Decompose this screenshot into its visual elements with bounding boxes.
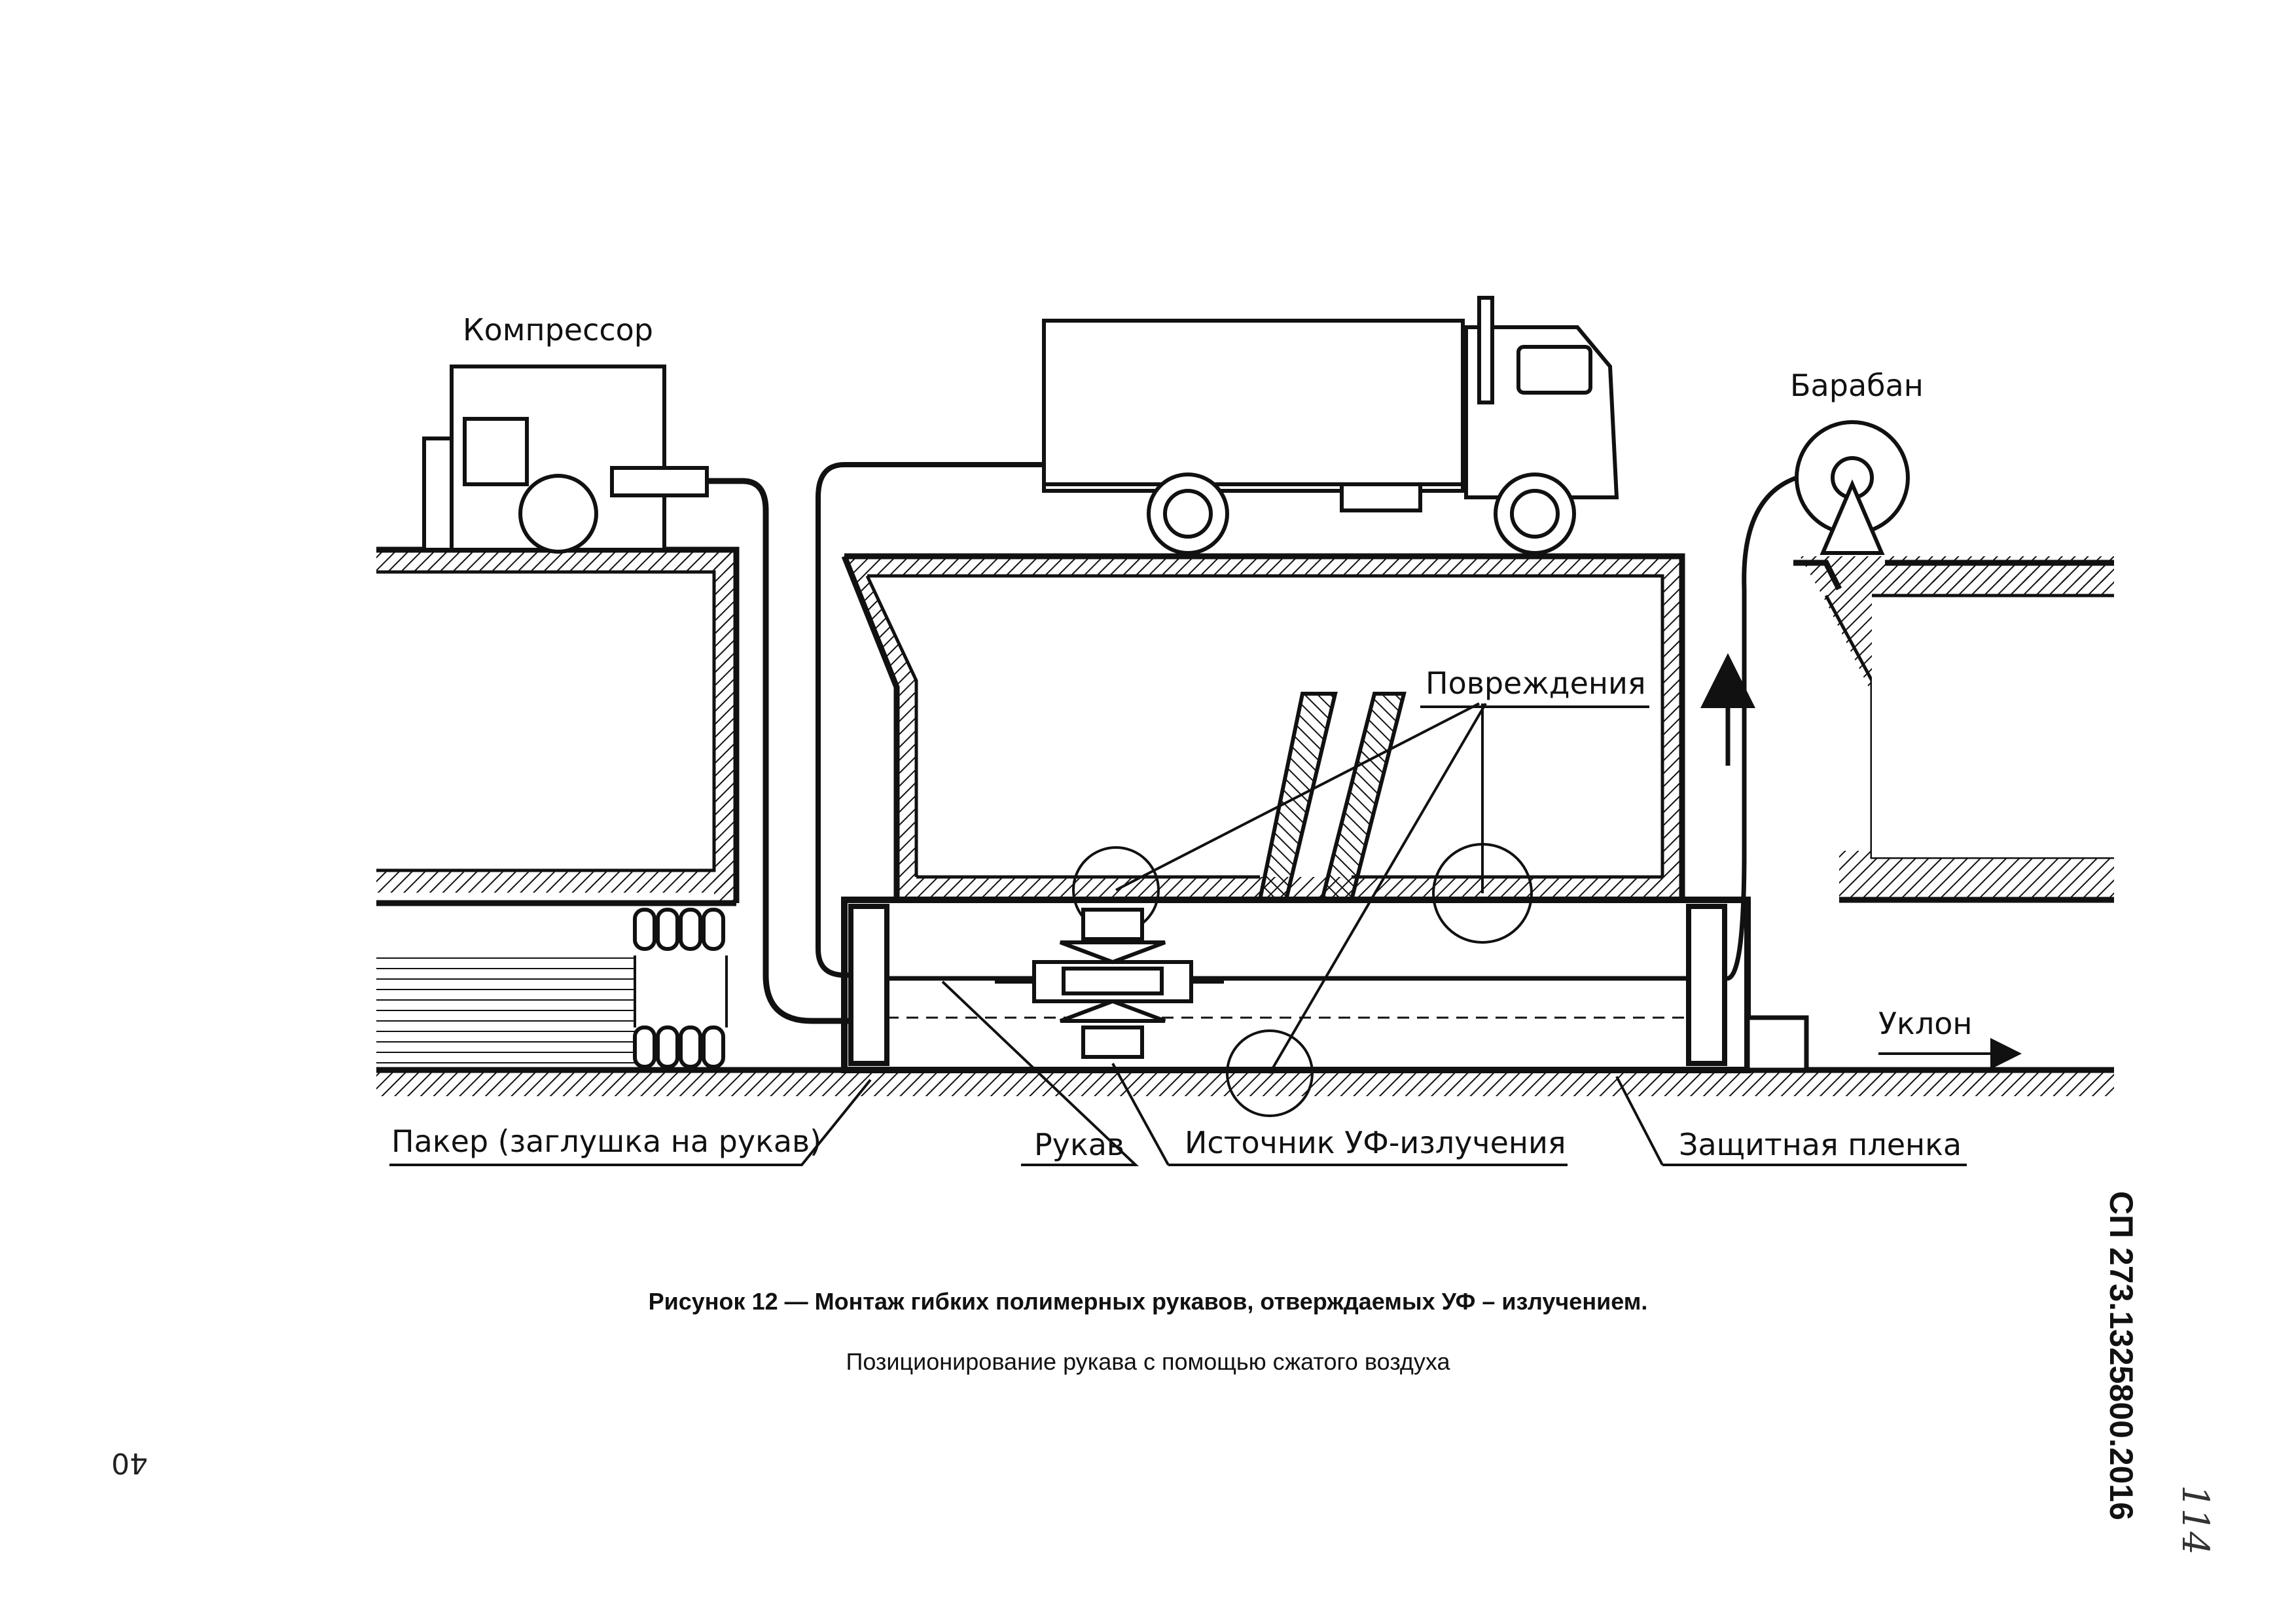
figure-caption-subtitle: Позиционирование рукава с помощью сжатог… bbox=[846, 1348, 1450, 1375]
compressor-hose bbox=[707, 478, 851, 1024]
uv-source bbox=[995, 908, 1224, 1059]
label-uv-source: Источник УФ-излучения bbox=[1185, 1125, 1566, 1160]
compressor bbox=[422, 365, 709, 554]
label-protective-film: Защитная пленка bbox=[1679, 1127, 1962, 1162]
pipe-bottom-ground bbox=[376, 1067, 2114, 1096]
label-compressor: Компрессор bbox=[463, 312, 653, 348]
pipe-sleeve bbox=[841, 897, 1809, 1073]
hose-coils bbox=[633, 908, 728, 1069]
drum-sleeve bbox=[851, 475, 1798, 981]
water-area bbox=[376, 955, 635, 1067]
label-drum: Барабан bbox=[1790, 368, 1924, 403]
label-sleeve: Рукав bbox=[1034, 1127, 1124, 1162]
label-slope: Уклон bbox=[1878, 1006, 1972, 1041]
truck bbox=[1042, 296, 1619, 555]
ground-left-block bbox=[376, 546, 740, 906]
label-damages: Повреждения bbox=[1426, 666, 1646, 701]
drum bbox=[1795, 420, 1910, 555]
leader-lines bbox=[389, 705, 1967, 1166]
truck-hose bbox=[816, 462, 1044, 978]
ground-middle-block bbox=[841, 553, 1685, 902]
label-packer: Пакер (заглушка на рукав) bbox=[391, 1124, 821, 1159]
document-code: СП 273.1325800.2016 bbox=[2103, 1191, 2140, 1521]
figure-caption-title: Рисунок 12 — Монтаж гибких полимерных ру… bbox=[648, 1288, 1648, 1315]
page-number: 40 bbox=[111, 1446, 148, 1480]
handwritten-mark: 114 bbox=[2173, 1485, 2216, 1555]
ground-right-block bbox=[1793, 556, 2114, 903]
